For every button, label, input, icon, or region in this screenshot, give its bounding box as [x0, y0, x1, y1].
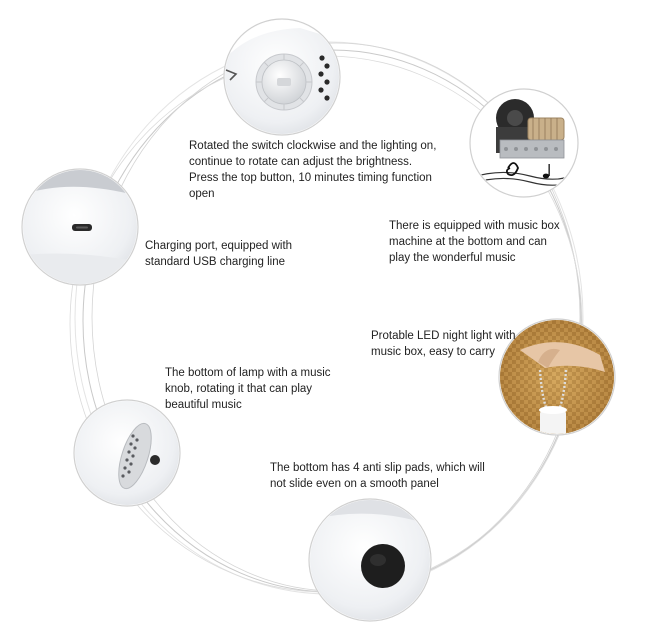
- anti-slip-pad-photo: [308, 498, 432, 622]
- anti-slip-caption: The bottom has 4 anti slip pads, which w…: [270, 462, 485, 490]
- switch-caption: Rotated the switch clockwise and the lig…: [189, 140, 437, 200]
- charging-caption: Charging port, equipped with standard US…: [145, 240, 293, 268]
- portable-lamp-photo: [498, 318, 616, 436]
- music-knob-photo: [73, 399, 181, 507]
- charging-port-photo: [21, 168, 139, 286]
- music-box-photo: [469, 88, 579, 198]
- music-box-caption: There is equipped with music box machine…: [389, 220, 560, 264]
- portable-caption: Protable LED night light with music box,…: [371, 330, 516, 358]
- knob-caption: The bottom of lamp with a music knob, ro…: [165, 367, 331, 411]
- switch-photo: [223, 18, 341, 136]
